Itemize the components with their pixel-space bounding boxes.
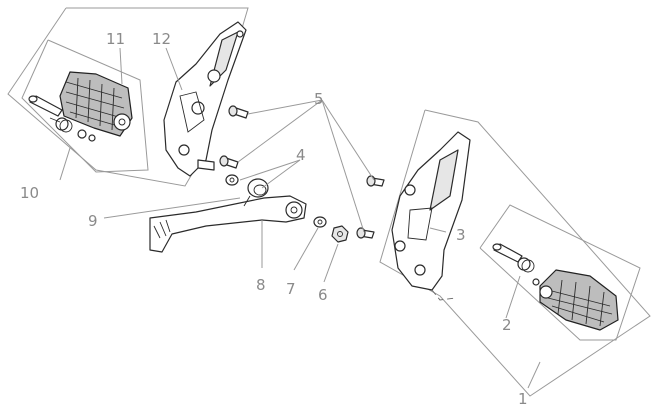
callout-6: 6 — [318, 286, 328, 304]
brake-lever-part — [149, 195, 307, 253]
callout-3: 3 — [456, 226, 466, 244]
left-footpeg-spring-part — [49, 117, 96, 142]
callout-10: 10 — [20, 184, 39, 202]
callout-8: 8 — [256, 276, 266, 294]
right-assembly-outline — [379, 109, 651, 397]
nut-part — [331, 225, 349, 243]
bolt-part-c — [366, 175, 385, 187]
callout-11: 11 — [106, 30, 125, 48]
left-bracket-part — [163, 21, 247, 177]
callout-numbers: 11 12 5 4 10 9 3 8 7 6 2 1 — [20, 30, 528, 408]
right-footpeg-spring-part — [517, 257, 540, 286]
return-spring-part — [243, 178, 269, 207]
callout-1: 1 — [518, 390, 528, 408]
bolt-part-a — [228, 105, 249, 119]
callout-7: 7 — [286, 280, 296, 298]
bolt-part-d — [356, 227, 375, 239]
leader-lines — [59, 47, 541, 389]
callout-12: 12 — [152, 30, 171, 48]
washer-part — [225, 174, 327, 228]
callout-5: 5 — [314, 90, 324, 108]
left-assembly-outline — [7, 7, 249, 187]
right-bracket-part — [391, 131, 471, 301]
callout-9: 9 — [88, 212, 98, 230]
bolt-part-b — [219, 155, 239, 169]
right-footpeg-pin-part — [492, 243, 523, 263]
left-footpeg-part — [59, 71, 133, 137]
callout-4: 4 — [296, 146, 306, 164]
left-footpeg-pin-part — [28, 95, 63, 117]
right-footpeg-part — [539, 269, 619, 331]
callout-2: 2 — [502, 316, 512, 334]
